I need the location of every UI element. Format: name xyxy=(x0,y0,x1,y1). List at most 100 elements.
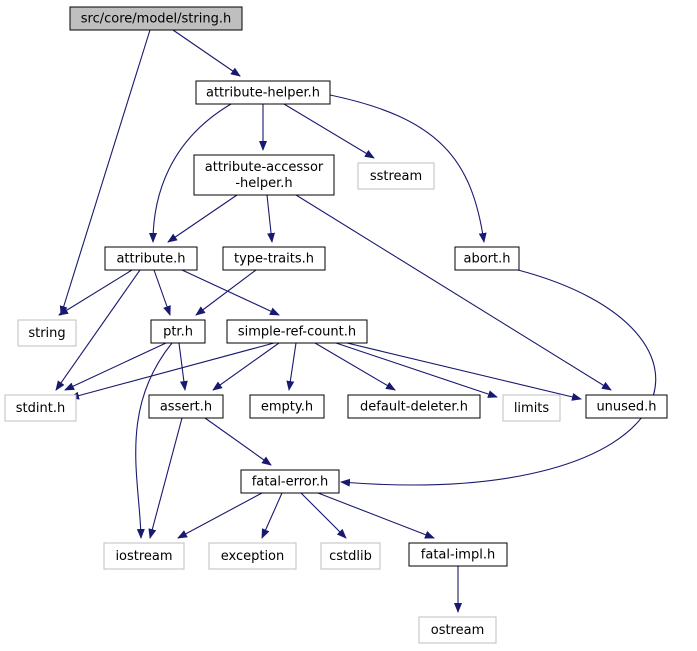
node-attribute-h[interactable]: attribute.h xyxy=(104,246,198,271)
edge-line xyxy=(177,492,263,539)
node-fatal-impl-h[interactable]: fatal-impl.h xyxy=(408,542,508,567)
edge-line xyxy=(135,342,173,539)
node-box xyxy=(148,394,224,419)
edge-line xyxy=(181,269,280,316)
node-label: exception xyxy=(221,549,285,564)
node-box xyxy=(320,542,381,570)
edge-n5-n8 xyxy=(195,269,257,316)
node-label: -helper.h xyxy=(235,176,292,191)
node-empty-h[interactable]: empty.h xyxy=(249,394,325,419)
node-label: default-deleter.h xyxy=(360,400,468,415)
node-box xyxy=(347,394,481,419)
edge-n9-n12 xyxy=(286,342,297,391)
node-exception[interactable]: exception xyxy=(208,542,297,570)
edge-n8-n10 xyxy=(64,342,167,391)
edge-line xyxy=(329,94,487,243)
node-label: empty.h xyxy=(261,400,313,415)
node-label: type-traits.h xyxy=(234,252,314,267)
node-box xyxy=(585,394,668,419)
edge-line xyxy=(55,269,141,391)
edge-n16-n17 xyxy=(177,492,263,539)
node-box xyxy=(222,246,326,271)
edge-line xyxy=(195,269,257,316)
node-box xyxy=(195,80,331,105)
edge-line xyxy=(153,269,171,316)
node-type-traits-h[interactable]: type-traits.h xyxy=(222,246,326,271)
node-label: string xyxy=(28,326,65,341)
node-label: sstream xyxy=(370,169,422,184)
node-ptr-h[interactable]: ptr.h xyxy=(150,319,206,344)
node-label: iostream xyxy=(115,549,172,564)
node-simple-ref-count-h[interactable]: simple-ref-count.h xyxy=(226,319,368,344)
edge-line xyxy=(286,342,297,391)
node-box xyxy=(4,394,77,422)
node-attribute-helper-h[interactable]: attribute-helper.h xyxy=(195,80,331,105)
node-limits[interactable]: limits xyxy=(502,394,561,422)
edge-line xyxy=(261,492,283,539)
edge-n4-n7 xyxy=(58,269,133,316)
edge-n16-n18 xyxy=(261,492,283,539)
node-box xyxy=(150,319,206,344)
edge-n8-n11 xyxy=(178,342,188,391)
node-default-deleter-h[interactable]: default-deleter.h xyxy=(347,394,481,419)
edge-line xyxy=(335,342,498,398)
node-ostream[interactable]: ostream xyxy=(418,616,497,644)
edge-n4-n8 xyxy=(153,269,171,316)
edge-n9-n14 xyxy=(335,342,498,398)
edge-n6-n16 xyxy=(340,269,657,487)
node-fatal-error-h[interactable]: fatal-error.h xyxy=(240,469,340,494)
edge-n11-n16 xyxy=(204,417,272,466)
node-label: ostream xyxy=(431,623,485,638)
edge-n9-n15 xyxy=(346,342,582,401)
node-box xyxy=(103,542,185,570)
node-attribute-accessor-helper-h[interactable]: attribute-accessor-helper.h xyxy=(193,154,335,196)
node-box xyxy=(208,542,297,570)
node-label: attribute.h xyxy=(116,252,185,267)
node-abort-h[interactable]: abort.h xyxy=(454,246,520,271)
edge-n2-n4 xyxy=(167,194,238,243)
node-unused-h[interactable]: unused.h xyxy=(585,394,668,419)
edge-n1-n6 xyxy=(329,94,487,243)
node-string[interactable]: string xyxy=(17,319,77,347)
node-label: ptr.h xyxy=(163,325,193,340)
edge-line xyxy=(295,194,612,391)
node-stdint-h[interactable]: stdint.h xyxy=(4,394,77,422)
node-box xyxy=(357,162,435,190)
edge-line xyxy=(167,194,238,243)
node-iostream[interactable]: iostream xyxy=(103,542,185,570)
node-label: stdint.h xyxy=(16,401,65,416)
edge-line xyxy=(148,417,183,539)
node-box xyxy=(240,469,340,494)
edge-n8-n17 xyxy=(135,342,173,539)
node-label: attribute-helper.h xyxy=(206,86,320,101)
edge-n4-n9 xyxy=(181,269,280,316)
edges-layer xyxy=(55,29,657,613)
node-label: fatal-error.h xyxy=(252,475,329,490)
node-box xyxy=(193,154,335,196)
node-label: attribute-accessor xyxy=(205,160,324,175)
node-cstdlib[interactable]: cstdlib xyxy=(320,542,381,570)
node-sstream[interactable]: sstream xyxy=(357,162,435,190)
edge-n9-n13 xyxy=(314,342,396,391)
edge-n2-n15 xyxy=(295,194,612,391)
edge-line xyxy=(58,269,133,316)
edge-line xyxy=(340,269,657,487)
node-box xyxy=(69,6,243,31)
node-box xyxy=(104,246,198,271)
node-label: limits xyxy=(514,401,550,416)
node-string-h-main[interactable]: src/core/model/string.h xyxy=(69,6,243,31)
edge-line xyxy=(346,342,582,401)
node-label: fatal-impl.h xyxy=(421,548,495,563)
node-box xyxy=(454,246,520,271)
node-box xyxy=(249,394,325,419)
node-label: src/core/model/string.h xyxy=(81,12,231,27)
node-label: cstdlib xyxy=(329,549,372,564)
edge-n16-n19 xyxy=(300,492,347,539)
edge-n4-n10 xyxy=(55,269,141,391)
edge-line xyxy=(317,492,435,539)
edge-line xyxy=(172,29,241,77)
edge-n9-n10 xyxy=(69,342,275,400)
edge-line xyxy=(178,342,188,391)
node-assert-h[interactable]: assert.h xyxy=(148,394,224,419)
